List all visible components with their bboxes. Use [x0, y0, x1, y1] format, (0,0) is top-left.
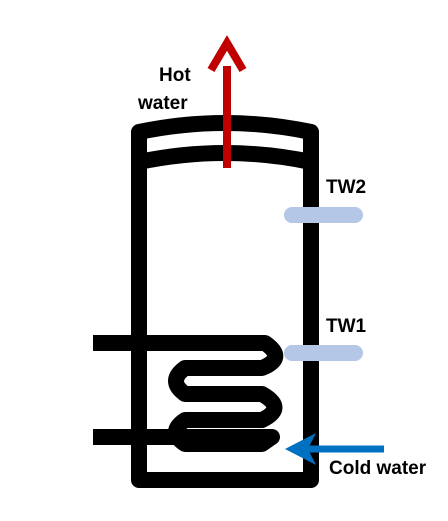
coil-icon	[93, 335, 284, 452]
hot-water-label-line1: Hot	[159, 65, 191, 86]
hot-water-arrow	[207, 35, 247, 168]
sensor-tw1-label: TW1	[326, 316, 367, 337]
sensor-tw1: TW1	[284, 316, 367, 361]
hot-water-label-line2: water	[137, 93, 188, 114]
cold-water-arrow: Cold water	[285, 433, 427, 479]
tank-outline	[131, 115, 319, 488]
arrow-left-icon	[285, 433, 316, 465]
hot-water-label: Hot water	[137, 65, 191, 114]
sensor-tw2-label: TW2	[326, 177, 366, 198]
arrow-up-icon	[207, 35, 247, 73]
heating-coil	[93, 335, 284, 452]
cold-water-label: Cold water	[329, 458, 427, 479]
sensor-tw2: TW2	[284, 177, 366, 223]
